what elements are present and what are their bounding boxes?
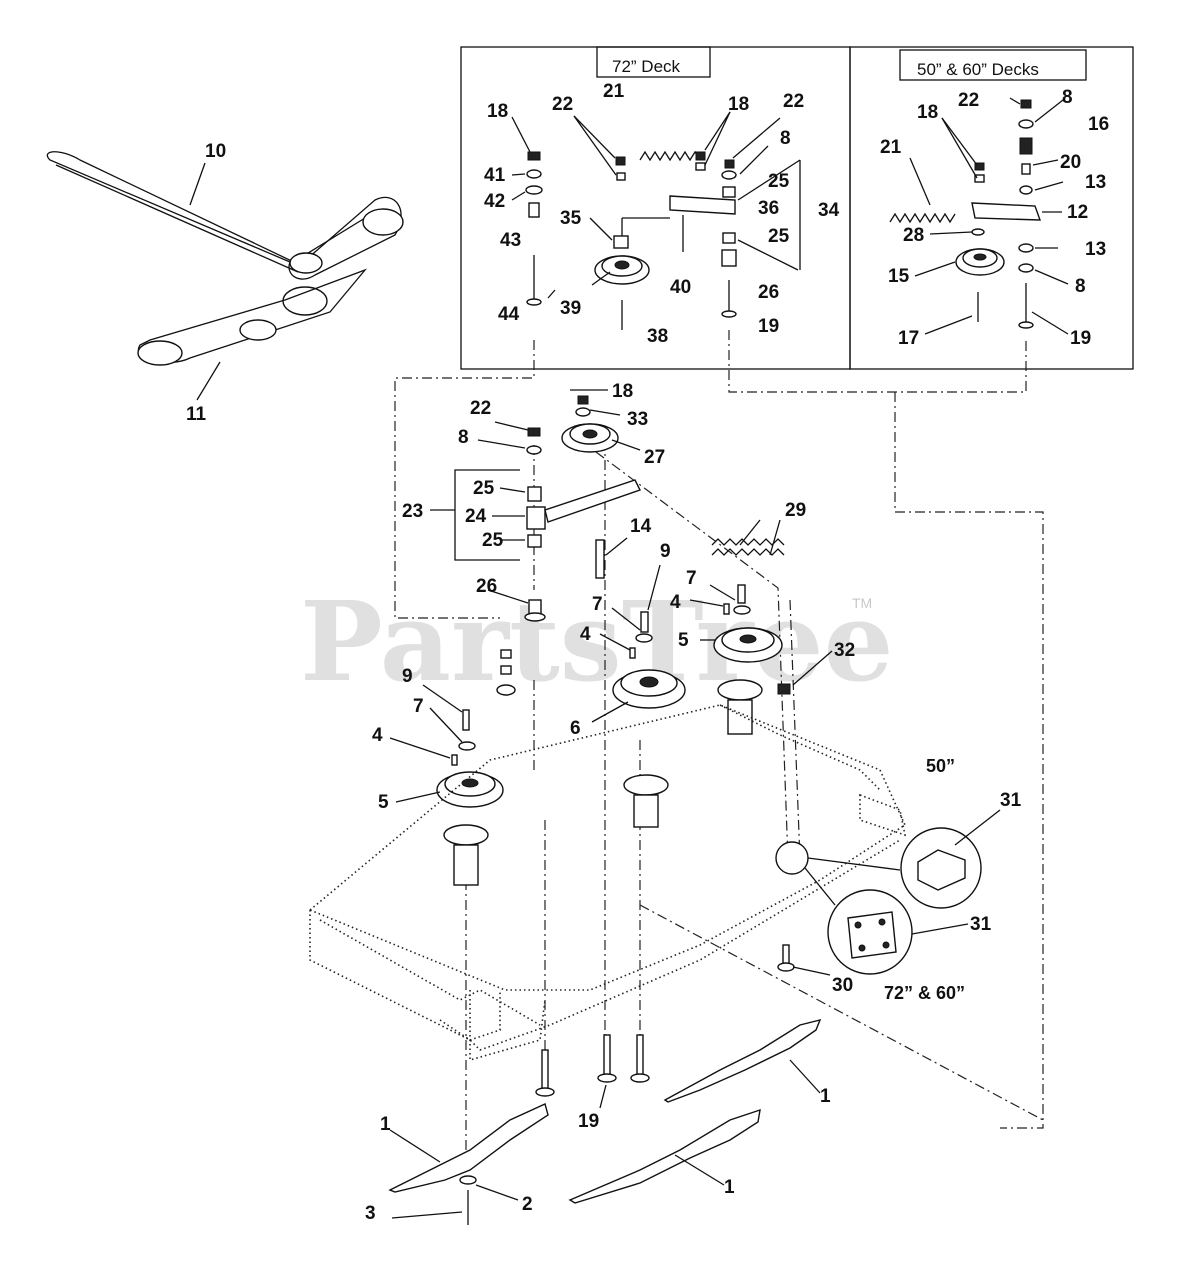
variant-label-50: 50” [926,756,955,776]
inset-box-72-deck: 72” Deck [460,46,851,370]
callout-16: 16 [1088,114,1109,135]
callout-14: 14 [630,516,652,537]
callout-31: 31 [1000,790,1022,811]
callout-22: 22 [470,398,491,419]
callout-25: 25 [768,171,790,192]
callout-36: 36 [758,198,779,219]
callout-7: 7 [413,696,424,717]
callout-9: 9 [402,666,413,687]
callout-30: 30 [832,975,853,996]
inset-5060-parts [889,99,1042,329]
callout-1: 1 [380,1114,391,1135]
callout-8: 8 [780,128,791,149]
callout-7: 7 [592,594,603,615]
callout-22: 22 [552,94,573,115]
callout-25: 25 [473,478,495,499]
callout-13: 13 [1085,172,1106,193]
callout-1: 1 [724,1177,735,1198]
callout-34: 34 [818,200,840,221]
callout-10: 10 [205,141,226,162]
callout-5: 5 [378,792,389,813]
callout-18: 18 [728,94,749,115]
callout-19: 19 [1070,328,1091,349]
callout-20: 20 [1060,152,1081,173]
callout-33: 33 [627,409,648,430]
callout-19: 19 [578,1111,599,1132]
main-assembly [189,97,1069,1225]
callout-13: 13 [1085,239,1106,260]
box-title-72-deck: 72” Deck [612,57,681,76]
callout-11: 11 [186,404,207,425]
callout-4: 4 [580,624,591,645]
callout-40: 40 [670,277,691,298]
callout-26: 26 [476,576,497,597]
callout-15: 15 [888,266,910,287]
inset-box-50-60-decks: 50” & 60” Decks [849,46,1134,370]
callout-25: 25 [768,226,790,247]
callout-24: 24 [465,506,487,527]
callout-23: 23 [402,501,423,522]
callout-4: 4 [670,592,681,613]
callout-39: 39 [560,298,581,319]
callout-44: 44 [498,304,520,325]
callout-5: 5 [678,630,689,651]
callout-31: 31 [970,914,992,935]
callout-8: 8 [1062,87,1073,108]
callout-32: 32 [834,640,855,661]
callout-8: 8 [1075,276,1086,297]
callout-43: 43 [500,230,521,251]
watermark-tm: TM [852,595,872,611]
callout-18: 18 [917,102,938,123]
callout-26: 26 [758,282,779,303]
callout-3: 3 [365,1203,376,1224]
callout-21: 21 [603,81,625,102]
callout-7: 7 [686,568,697,589]
callout-6: 6 [570,718,581,739]
watermark-text: PartsTree [300,577,894,706]
callout-22: 22 [958,90,979,111]
callout-9: 9 [660,541,671,562]
callout-27: 27 [644,447,665,468]
callout-38: 38 [647,326,668,347]
callout-8: 8 [458,427,469,448]
callout-29: 29 [785,500,806,521]
callout-12: 12 [1067,202,1088,223]
variant-label-72-60: 72” & 60” [884,983,965,1003]
callout-21: 21 [880,137,902,158]
callout-1: 1 [820,1086,831,1107]
callout-35: 35 [560,208,582,229]
callout-41: 41 [484,165,506,186]
inset-72-parts [525,150,801,330]
callout-18: 18 [487,101,508,122]
callout-28: 28 [903,225,924,246]
callouts: 18 22 21 18 22 41 8 42 25 35 36 34 43 25… [186,81,1109,1224]
box-title-50-60-decks: 50” & 60” Decks [917,60,1039,79]
callout-19: 19 [758,316,779,337]
callout-42: 42 [484,191,505,212]
callout-2: 2 [522,1194,533,1215]
callout-17: 17 [898,328,919,349]
callout-25: 25 [482,530,504,551]
callout-18: 18 [612,381,633,402]
callout-22: 22 [783,91,804,112]
belt-assembly [46,151,404,366]
callout-4: 4 [372,725,383,746]
